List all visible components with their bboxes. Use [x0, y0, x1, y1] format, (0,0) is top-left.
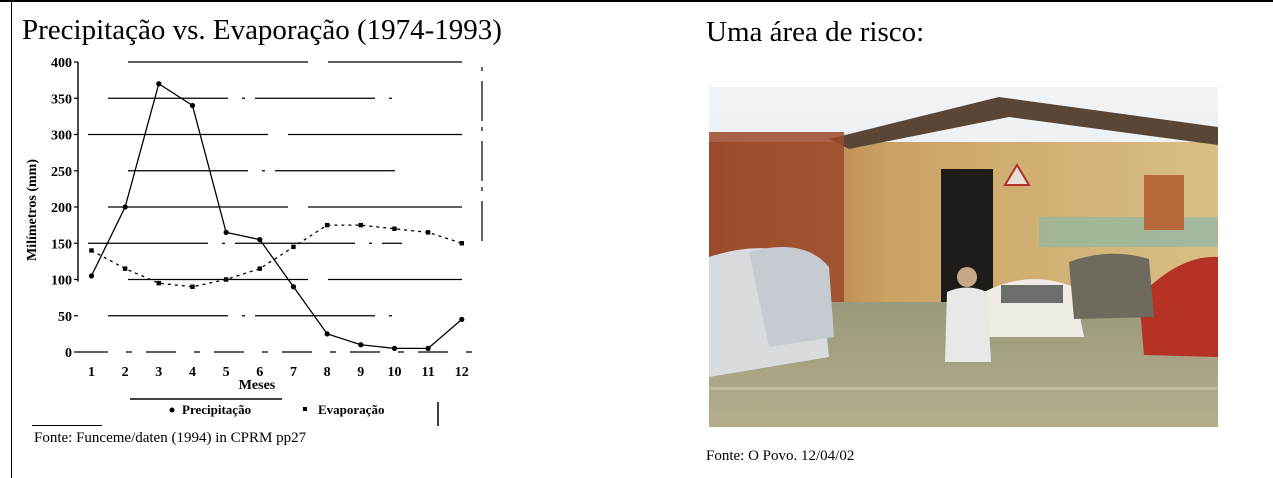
point-precipitacao-9	[358, 342, 364, 348]
house-roof	[829, 97, 1218, 149]
x-tick-label-9: 9	[357, 365, 364, 380]
point-evaporacao-8	[324, 222, 330, 228]
x-tick-label-2: 2	[122, 365, 129, 380]
window	[1144, 175, 1184, 230]
y-tick-label-150: 150	[51, 237, 72, 252]
photo-drawing	[709, 87, 1218, 427]
x-tick-label-1: 1	[88, 365, 95, 380]
point-precipitacao-10	[391, 345, 398, 351]
chart-grid	[88, 61, 462, 317]
point-evaporacao-6	[257, 266, 262, 271]
x-axis-label: Meses	[239, 378, 276, 393]
chart-panel-title: Precipitação vs. Evaporação (1974-1993)	[22, 14, 502, 46]
point-evaporacao-9	[358, 222, 363, 228]
y-axis-label: Milímetros (mm)	[25, 159, 40, 261]
chart-series	[88, 81, 465, 351]
left-border	[11, 0, 12, 478]
x-tick-label-6: 6	[256, 365, 263, 380]
y-tick-label-50: 50	[58, 310, 72, 325]
point-precipitacao-12	[459, 316, 465, 322]
legend-label-precipitacao: Precipitação	[182, 402, 251, 417]
wall-band	[1039, 217, 1218, 247]
y-tick-label-0: 0	[65, 346, 72, 361]
water-ripple	[709, 387, 1218, 390]
car-right	[1139, 256, 1218, 357]
photo-source-caption: Fonte: O Povo. 12/04/02	[706, 448, 855, 464]
point-precipitacao-2	[122, 204, 128, 210]
point-precipitacao-1	[88, 273, 95, 279]
x-tick-label-12: 12	[455, 365, 469, 380]
y-tick-label-250: 250	[51, 165, 72, 180]
point-evaporacao-10	[392, 226, 397, 231]
point-precipitacao-3	[156, 81, 162, 87]
point-precipitacao-7	[290, 284, 297, 290]
flooded-street-photo	[709, 87, 1218, 427]
car-center-window	[1001, 285, 1063, 303]
y-tick-label-350: 350	[51, 92, 72, 107]
man-body	[945, 287, 991, 362]
y-tick-label-200: 200	[51, 201, 72, 216]
chart-legend: Precipitação Evaporação	[130, 398, 439, 426]
man-head	[957, 267, 977, 287]
point-precipitacao-11	[425, 345, 431, 351]
x-tick-label-5: 5	[223, 365, 230, 380]
y-tick-label-400: 400	[51, 56, 72, 71]
point-evaporacao-1	[89, 248, 94, 253]
point-precipitacao-5	[223, 229, 229, 235]
y-tick-label-300: 300	[51, 129, 72, 144]
x-tick-label-4: 4	[189, 365, 196, 380]
x-tick-label-7: 7	[290, 365, 297, 380]
point-evaporacao-2	[122, 266, 128, 271]
x-tick-label-8: 8	[324, 365, 331, 380]
car-right-2	[1069, 253, 1154, 319]
legend-marker-evaporacao	[303, 407, 307, 411]
point-evaporacao-7	[291, 244, 296, 250]
legend-marker-precipitacao	[169, 407, 175, 413]
x-tick-label-11: 11	[422, 365, 435, 380]
x-tick-label-3: 3	[155, 365, 162, 380]
source-rule	[32, 425, 102, 426]
point-evaporacao-12	[459, 241, 464, 246]
point-evaporacao-4	[190, 284, 195, 289]
series-line-precipitacao	[90, 82, 463, 350]
point-precipitacao-8	[324, 331, 330, 337]
top-border	[0, 0, 1273, 2]
point-evaporacao-11	[425, 230, 431, 235]
series-line-evaporacao	[91, 224, 462, 288]
point-evaporacao-3	[156, 280, 161, 286]
point-precipitacao-6	[257, 237, 263, 243]
car-left-2	[749, 247, 834, 347]
y-tick-label-100: 100	[51, 274, 72, 289]
point-precipitacao-4	[189, 102, 196, 109]
legend-label-evaporacao: Evaporação	[318, 402, 384, 417]
chart-source-caption: Fonte: Funceme/daten (1994) in CPRM pp27	[34, 430, 307, 446]
point-evaporacao-5	[223, 277, 229, 282]
x-tick-label-10: 10	[387, 365, 401, 380]
warning-sign	[1003, 163, 1031, 186]
photo-panel-title: Uma área de risco:	[706, 16, 925, 48]
